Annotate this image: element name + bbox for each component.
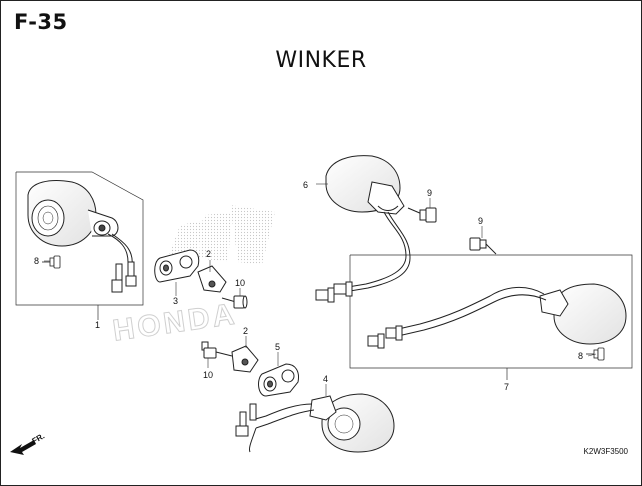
screw-8-left bbox=[42, 255, 61, 269]
callout-6: 6 bbox=[303, 180, 308, 190]
callout-8-right: 8 bbox=[578, 351, 583, 361]
left-winker bbox=[27, 180, 137, 293]
bolt-10-lower bbox=[201, 341, 233, 359]
rubber-mount-5 bbox=[258, 363, 299, 397]
callout-2-upper: 2 bbox=[206, 249, 211, 259]
right-winker bbox=[367, 283, 627, 349]
bolt-9-lower bbox=[469, 237, 497, 255]
bracket-2-upper bbox=[197, 265, 227, 293]
callout-2-lower: 2 bbox=[243, 326, 248, 336]
callout-8-left: 8 bbox=[34, 256, 39, 266]
callout-10-upper: 10 bbox=[235, 278, 245, 288]
callout-4: 4 bbox=[323, 374, 328, 384]
callout-7: 7 bbox=[504, 382, 509, 392]
leader-lines bbox=[44, 183, 597, 396]
rubber-mount-3 bbox=[154, 249, 200, 283]
callout-1: 1 bbox=[95, 320, 100, 330]
callout-10-lower: 10 bbox=[203, 370, 213, 380]
diagram-title: WINKER bbox=[275, 48, 367, 73]
section-code: F-35 bbox=[14, 10, 68, 34]
callout-5: 5 bbox=[275, 342, 280, 352]
assembly-1-box bbox=[15, 171, 144, 306]
winker-6 bbox=[315, 155, 411, 303]
callout-3: 3 bbox=[173, 296, 178, 306]
winker-4 bbox=[235, 393, 395, 453]
assembly-7-box bbox=[349, 254, 633, 369]
drawing-code: K2W3F3500 bbox=[583, 447, 628, 456]
direction-label: FR. bbox=[31, 431, 47, 445]
callout-9-upper: 9 bbox=[427, 188, 432, 198]
bolt-9-upper bbox=[407, 207, 437, 223]
bracket-2-lower bbox=[231, 345, 259, 373]
front-direction-arrow: FR. bbox=[10, 431, 46, 455]
bolt-10-upper bbox=[221, 295, 248, 309]
callout-9-lower: 9 bbox=[478, 216, 483, 226]
